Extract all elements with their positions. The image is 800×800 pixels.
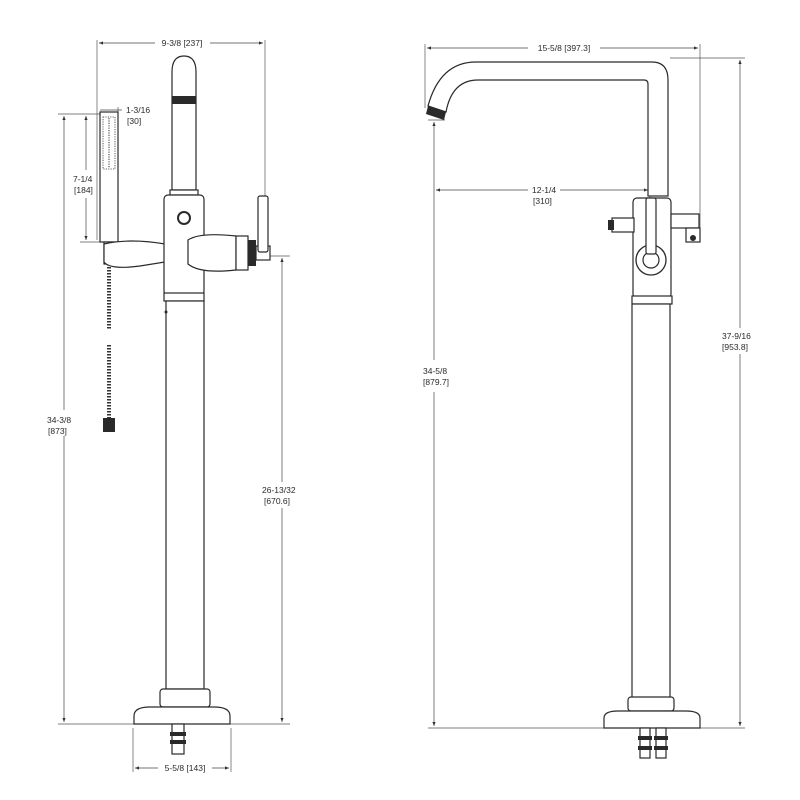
handle-height-dimension: 26-13/32 [670.6] xyxy=(230,255,296,725)
spout-height-label-b: [879.7] xyxy=(423,377,449,387)
right-top-width-dimension: 15-5/8 [397.3] xyxy=(424,43,701,230)
spout-height-dimension: 34-5/8 [879.7] xyxy=(423,119,605,729)
left-top-width-dimension: 9-3/8 [237] xyxy=(96,38,266,240)
left-spout-tube xyxy=(169,55,199,196)
right-column xyxy=(603,303,701,759)
right-spout xyxy=(426,61,669,197)
left-handle xyxy=(187,195,271,272)
left-view: 9-3/8 [237] 1-3/16 [30] 7-1/4 [184] 34-3… xyxy=(47,38,296,773)
left-base-width-label: 5-5/8 [143] xyxy=(165,763,206,773)
handshower-holder xyxy=(103,240,166,268)
handshower xyxy=(99,111,119,432)
handshower-width-label-b: [30] xyxy=(127,116,141,126)
left-total-height-label-b: [873] xyxy=(48,426,67,436)
right-view: 15-5/8 [397.3] 37-9/16 [953.8] 12-1/4 [3… xyxy=(423,43,751,759)
handshower-length-label-b: [184] xyxy=(74,185,93,195)
handshower-length-label-a: 7-1/4 xyxy=(73,174,93,184)
left-total-height-dimension: 34-3/8 [873] xyxy=(47,113,140,725)
left-total-height-label-a: 34-3/8 xyxy=(47,415,71,425)
left-top-width-label: 9-3/8 [237] xyxy=(162,38,203,48)
spout-reach-label-b: [310] xyxy=(533,196,552,206)
spout-reach-label-a: 12-1/4 xyxy=(532,185,556,195)
handle-height-label-b: [670.6] xyxy=(264,496,290,506)
hose xyxy=(103,264,115,432)
right-total-height-dimension: 37-9/16 [953.8] xyxy=(670,57,751,729)
handshower-length-dimension: 7-1/4 [184] xyxy=(73,113,100,243)
right-total-height-label-a: 37-9/16 xyxy=(722,331,751,341)
left-column xyxy=(133,300,231,755)
handshower-width-label-a: 1-3/16 xyxy=(126,105,150,115)
right-total-height-label-b: [953.8] xyxy=(722,342,748,352)
right-top-width-label: 15-5/8 [397.3] xyxy=(538,43,590,53)
right-valve-body xyxy=(608,197,701,305)
left-base-width-dimension: 5-5/8 [143] xyxy=(132,728,232,773)
spout-reach-dimension: 12-1/4 [310] xyxy=(436,180,651,208)
handle-height-label-a: 26-13/32 xyxy=(262,485,296,495)
spout-height-label-a: 34-5/8 xyxy=(423,366,447,376)
